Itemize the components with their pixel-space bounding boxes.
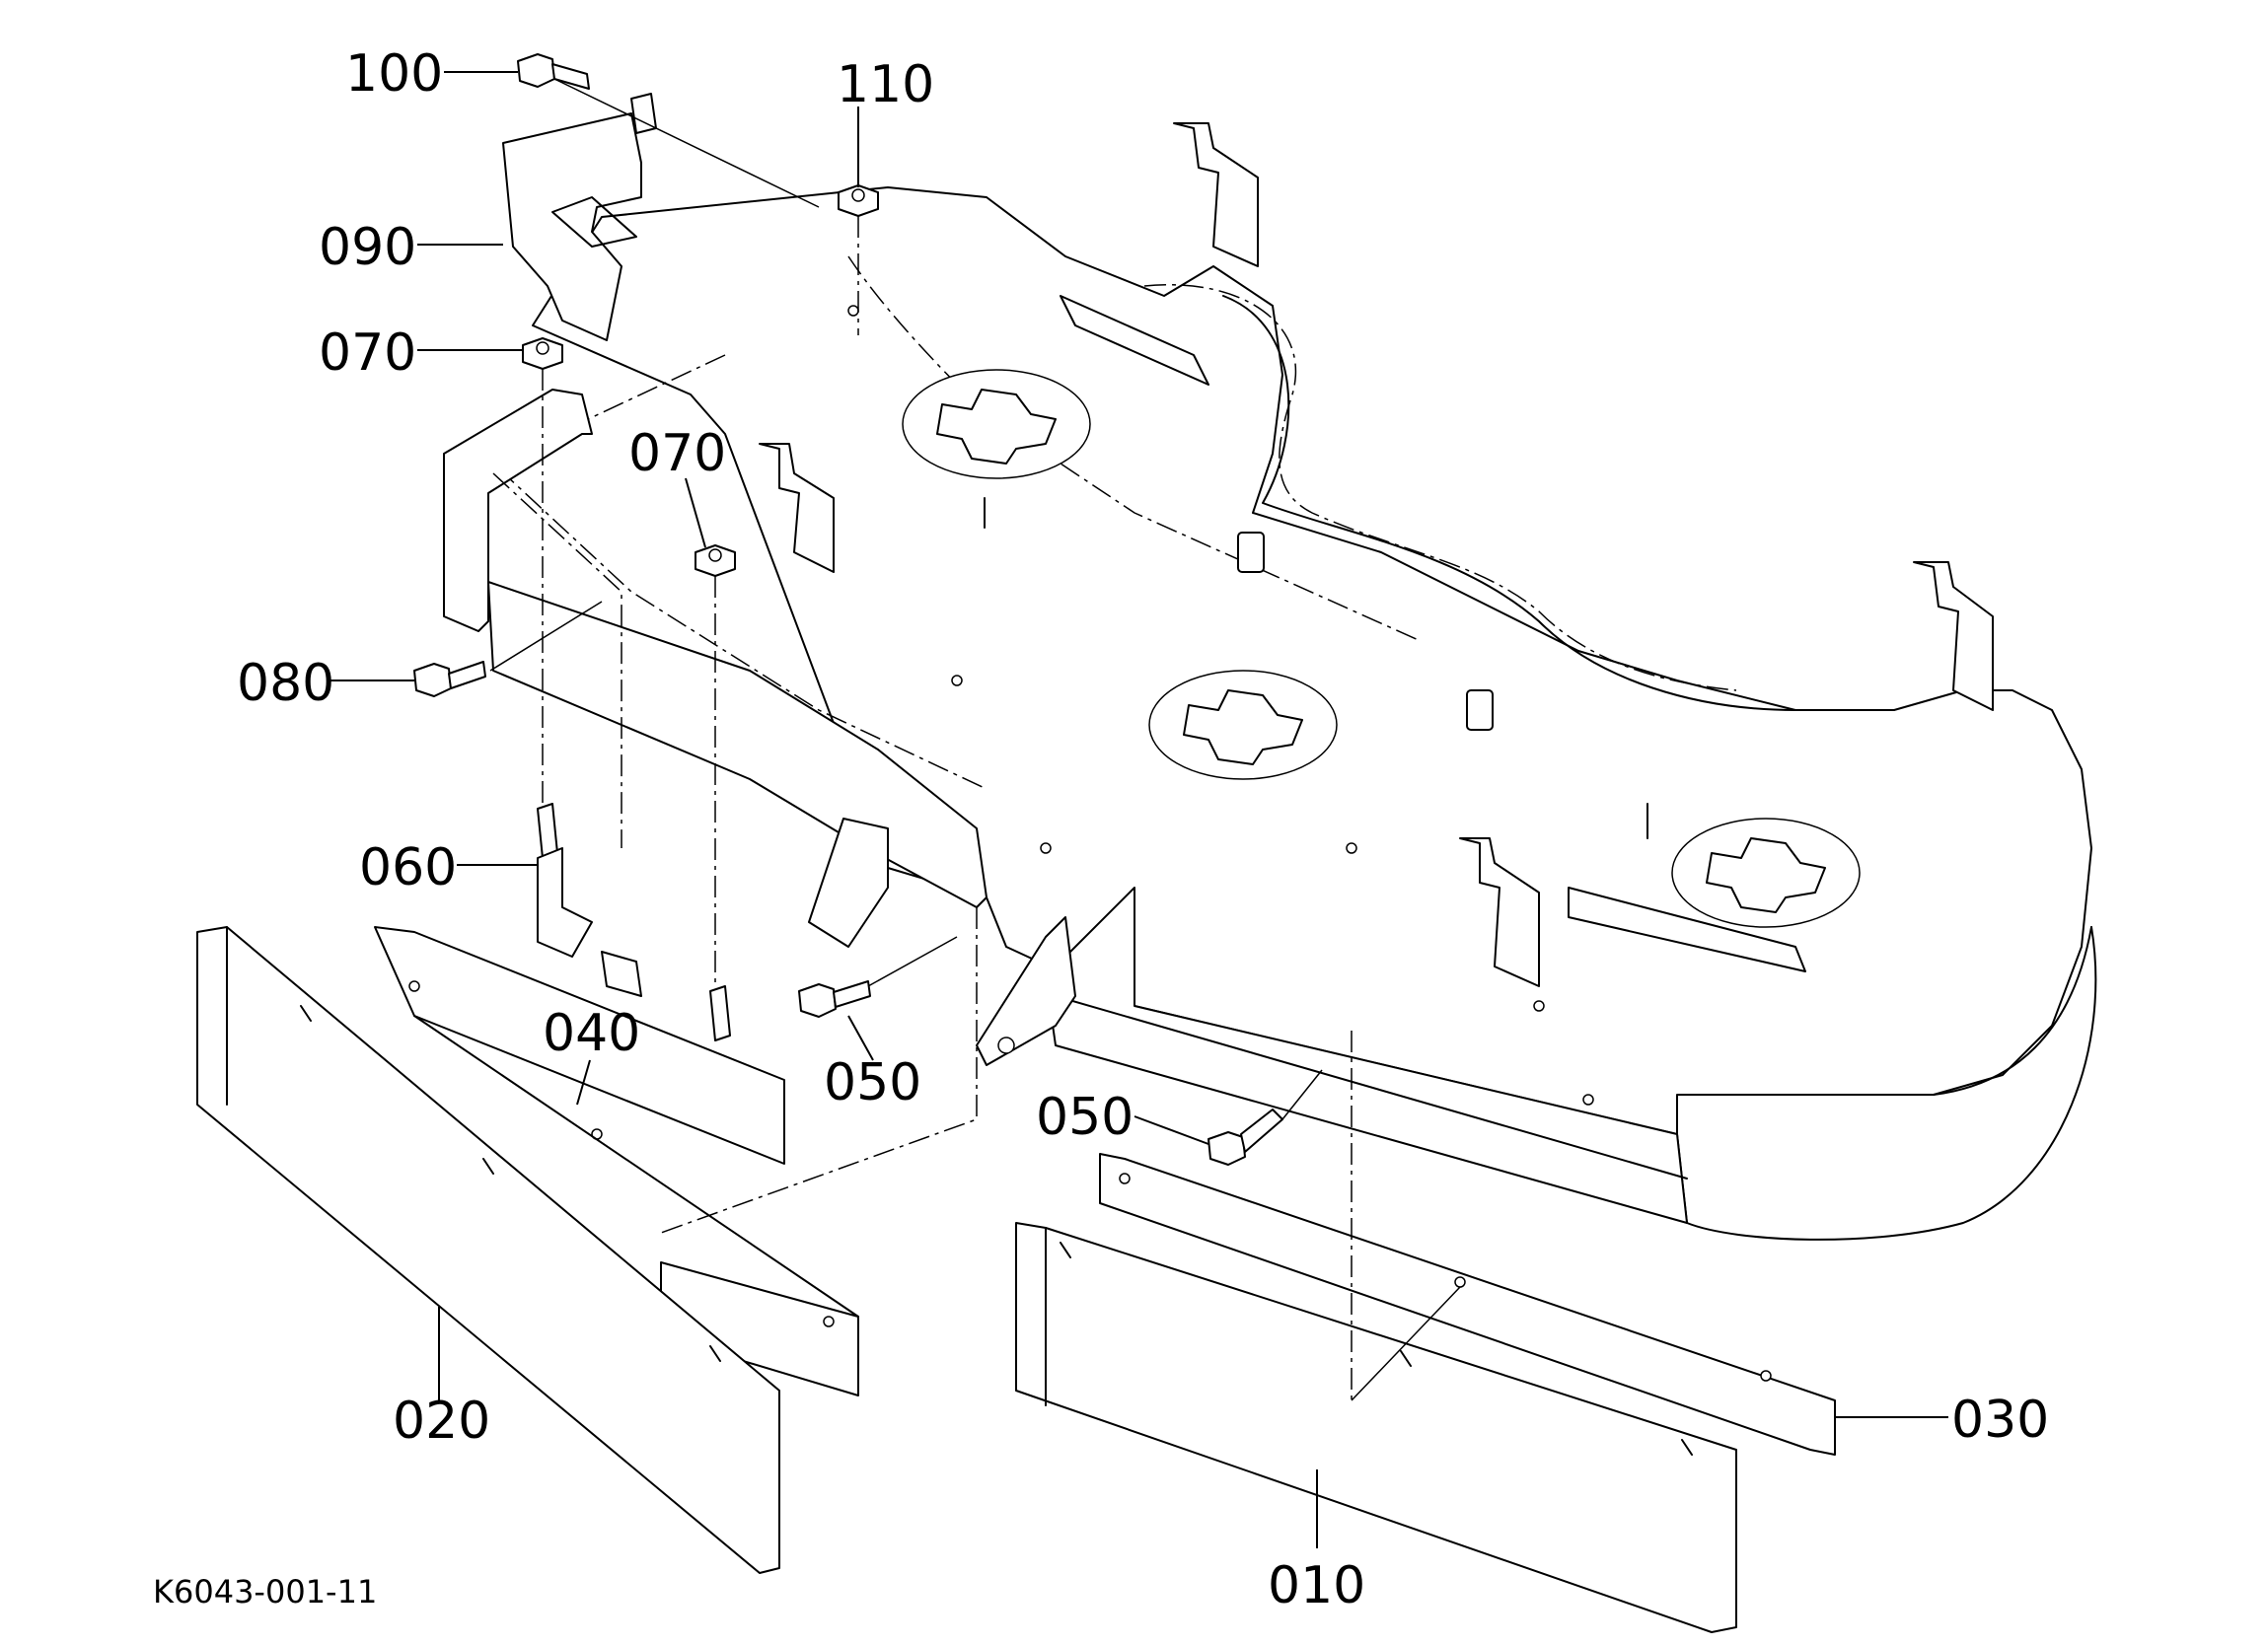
mower-deck bbox=[491, 122, 2097, 1241]
left-side-assembly bbox=[413, 53, 1323, 1234]
blade-opening-center bbox=[1148, 670, 1338, 780]
callout-050-left: 050 bbox=[824, 1053, 921, 1112]
bolt-080 bbox=[413, 661, 486, 697]
flap-040 bbox=[374, 926, 785, 1165]
callout-040: 040 bbox=[543, 1004, 640, 1063]
bolt-050-right bbox=[1207, 1109, 1283, 1166]
nut-070-top bbox=[522, 337, 563, 370]
flap-010 bbox=[1015, 1222, 1737, 1633]
blade-opening-right bbox=[1671, 818, 1861, 928]
bolt-050-left bbox=[798, 980, 871, 1018]
callout-060: 060 bbox=[359, 838, 457, 897]
bolt-100 bbox=[517, 53, 590, 90]
callout-080: 080 bbox=[237, 654, 334, 713]
callout-070-mid: 070 bbox=[628, 424, 726, 483]
nut-110 bbox=[838, 184, 879, 217]
flap-020 bbox=[196, 926, 780, 1574]
callout-050-right: 050 bbox=[1036, 1088, 1134, 1147]
callout-010: 010 bbox=[1268, 1556, 1365, 1615]
callout-110: 110 bbox=[837, 55, 934, 114]
callout-090: 090 bbox=[319, 218, 416, 277]
leader-lines bbox=[330, 71, 1948, 1548]
callout-100: 100 bbox=[345, 44, 443, 104]
flap-030 bbox=[1099, 1153, 1836, 1456]
blade-opening-left bbox=[902, 369, 1091, 479]
nut-070-mid bbox=[695, 544, 736, 577]
callout-020: 020 bbox=[393, 1392, 490, 1451]
diagram-code: K6043-001-11 bbox=[153, 1573, 377, 1610]
callout-070-top: 070 bbox=[319, 323, 416, 383]
callout-030: 030 bbox=[1951, 1391, 2049, 1450]
